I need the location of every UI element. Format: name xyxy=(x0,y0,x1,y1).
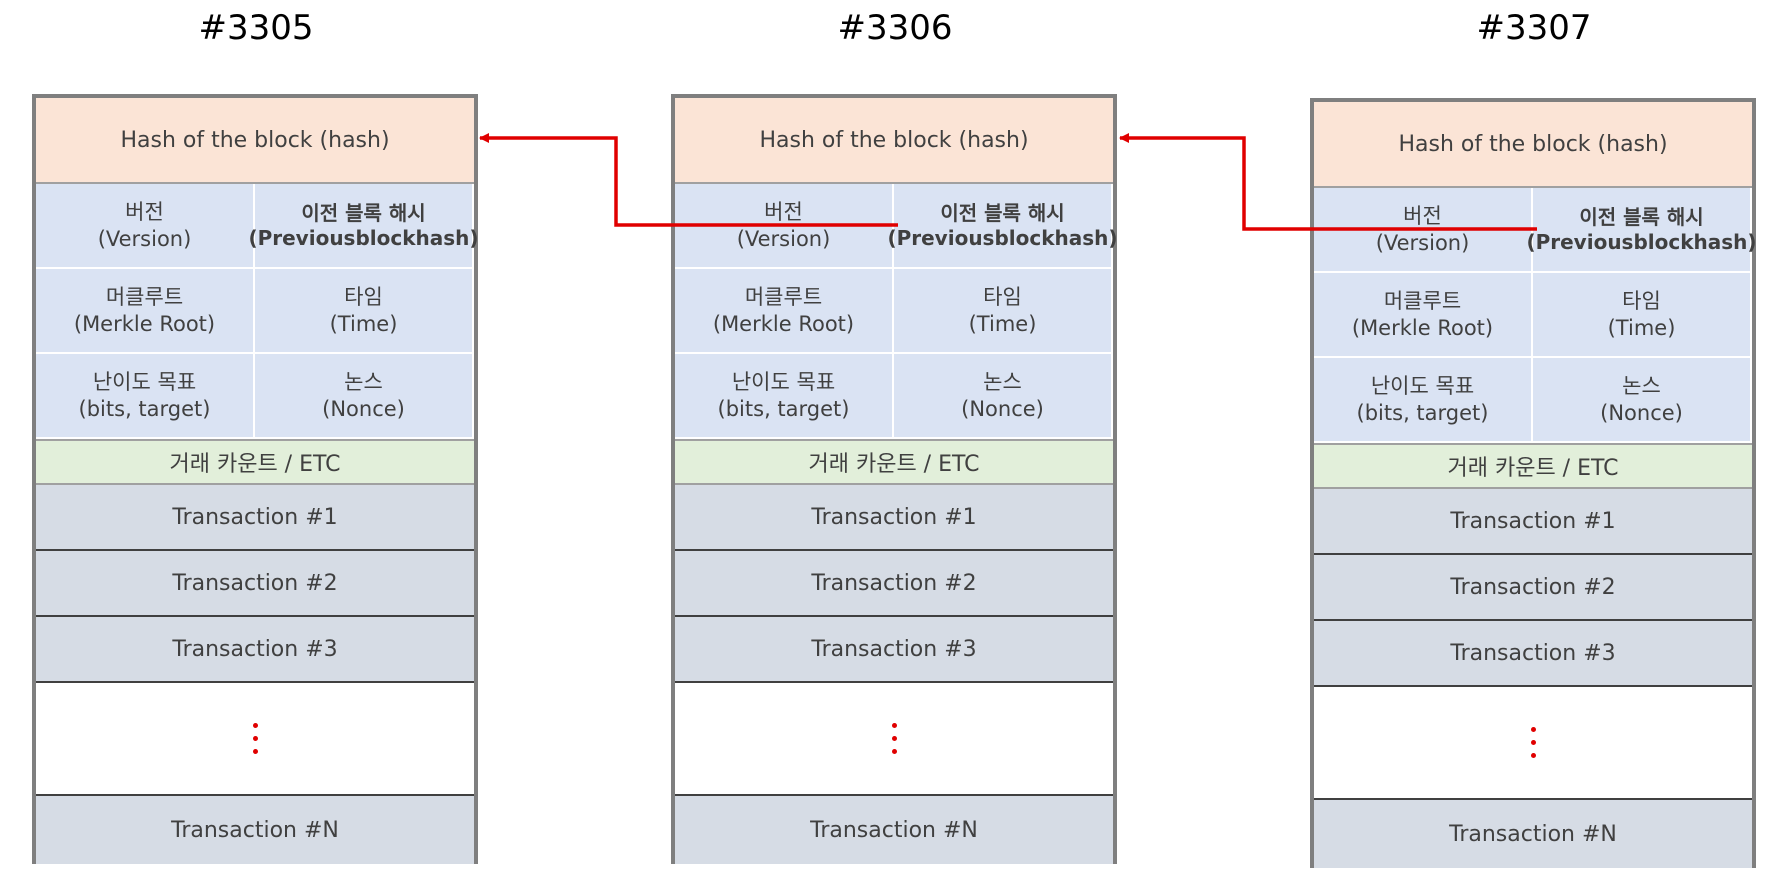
merkle-root-cell: 머클루트(Merkle Root) xyxy=(675,269,894,354)
field-sublabel: (bits, target) xyxy=(1356,400,1489,425)
time-cell: 타임(Time) xyxy=(255,269,474,354)
transaction-row: Transaction #3 xyxy=(1314,621,1752,687)
field-sublabel: (Time) xyxy=(1607,315,1676,340)
field-sublabel: (Version) xyxy=(97,226,192,251)
nonce-cell: 논스(Nonce) xyxy=(255,354,474,439)
transaction-row: Transaction #2 xyxy=(1314,555,1752,621)
field-label: 이전 블록 해시 xyxy=(301,200,426,225)
field-label: 난이도 목표 xyxy=(1370,374,1475,399)
difficulty-target-cell: 난이도 목표(bits, target) xyxy=(1314,358,1533,443)
version-cell: 버전(Version) xyxy=(1314,188,1533,273)
field-label: 논스 xyxy=(1622,374,1661,399)
field-sublabel: (Time) xyxy=(968,311,1037,336)
ellipsis-row xyxy=(36,683,474,796)
field-sublabel: (Time) xyxy=(329,311,398,336)
version-cell: 버전(Version) xyxy=(36,184,255,269)
transaction-count-row: 거래 카운트 / ETC xyxy=(1314,443,1752,489)
field-sublabel: (Previousblockhash) xyxy=(248,225,479,250)
transaction-row: Transaction #3 xyxy=(36,617,474,683)
ellipsis-row xyxy=(675,683,1113,796)
transaction-row: Transaction #1 xyxy=(36,485,474,551)
difficulty-target-cell: 난이도 목표(bits, target) xyxy=(675,354,894,439)
merkle-root-cell: 머클루트(Merkle Root) xyxy=(1314,273,1533,358)
field-sublabel: (Nonce) xyxy=(322,396,405,421)
last-transaction-row: Transaction #N xyxy=(675,796,1113,864)
block-hash-cell: Hash of the block (hash) xyxy=(1314,102,1752,188)
transaction-row: Transaction #1 xyxy=(675,485,1113,551)
nonce-cell: 논스(Nonce) xyxy=(894,354,1113,439)
block-hash-cell: Hash of the block (hash) xyxy=(36,98,474,184)
field-label: 논스 xyxy=(344,370,383,395)
block-hash-cell: Hash of the block (hash) xyxy=(675,98,1113,184)
merkle-root-cell: 머클루트(Merkle Root) xyxy=(36,269,255,354)
field-label: 버전 xyxy=(1403,204,1442,229)
field-sublabel: (Merkle Root) xyxy=(712,311,855,336)
last-transaction-row: Transaction #N xyxy=(1314,800,1752,868)
field-label: 타임 xyxy=(1622,289,1661,314)
transaction-count-row: 거래 카운트 / ETC xyxy=(36,439,474,485)
field-label: 난이도 목표 xyxy=(92,370,197,395)
field-label: 논스 xyxy=(983,370,1022,395)
field-sublabel: (bits, target) xyxy=(717,396,850,421)
time-cell: 타임(Time) xyxy=(894,269,1113,354)
field-sublabel: (Nonce) xyxy=(1600,400,1683,425)
last-transaction-row: Transaction #N xyxy=(36,796,474,864)
field-label: 버전 xyxy=(764,200,803,225)
transaction-row: Transaction #1 xyxy=(1314,489,1752,555)
header-fields-grid: 버전(Version) 이전 블록 해시(Previousblockhash) … xyxy=(1314,188,1757,443)
field-sublabel: (Merkle Root) xyxy=(1351,315,1494,340)
field-sublabel: (Version) xyxy=(1375,230,1470,255)
block-3306: Hash of the block (hash) 버전(Version) 이전 … xyxy=(671,94,1118,864)
transaction-count-row: 거래 카운트 / ETC xyxy=(675,439,1113,485)
ellipsis-row xyxy=(1314,687,1752,800)
block-number-title: #3306 xyxy=(837,8,953,48)
field-sublabel: (Nonce) xyxy=(961,396,1044,421)
field-label: 머클루트 xyxy=(744,285,823,310)
field-label: 버전 xyxy=(125,200,164,225)
time-cell: 타임(Time) xyxy=(1533,273,1752,358)
header-fields-grid: 버전(Version) 이전 블록 해시(Previousblockhash) … xyxy=(675,184,1118,439)
vertical-ellipsis-icon xyxy=(891,723,897,754)
field-sublabel: (Previousblockhash) xyxy=(887,225,1118,250)
transaction-row: Transaction #2 xyxy=(675,551,1113,617)
field-label: 이전 블록 해시 xyxy=(940,200,1065,225)
difficulty-target-cell: 난이도 목표(bits, target) xyxy=(36,354,255,439)
field-label: 타임 xyxy=(983,285,1022,310)
block-3307: Hash of the block (hash) 버전(Version) 이전 … xyxy=(1310,98,1757,868)
previous-block-hash-cell: 이전 블록 해시(Previousblockhash) xyxy=(248,184,479,269)
version-cell: 버전(Version) xyxy=(675,184,894,269)
transaction-row: Transaction #2 xyxy=(36,551,474,617)
header-fields-grid: 버전(Version) 이전 블록 해시(Previousblockhash) … xyxy=(36,184,479,439)
previous-block-hash-cell: 이전 블록 해시(Previousblockhash) xyxy=(887,184,1118,269)
vertical-ellipsis-icon xyxy=(1530,727,1536,758)
field-label: 난이도 목표 xyxy=(731,370,836,395)
field-sublabel: (bits, target) xyxy=(78,396,211,421)
block-number-title: #3307 xyxy=(1476,8,1592,48)
field-label: 머클루트 xyxy=(105,285,184,310)
vertical-ellipsis-icon xyxy=(252,723,258,754)
field-sublabel: (Merkle Root) xyxy=(73,311,216,336)
block-number-title: #3305 xyxy=(198,8,314,48)
field-label: 머클루트 xyxy=(1383,289,1462,314)
previous-block-hash-cell: 이전 블록 해시(Previousblockhash) xyxy=(1526,188,1757,273)
field-label: 타임 xyxy=(344,285,383,310)
transaction-row: Transaction #3 xyxy=(675,617,1113,683)
field-sublabel: (Version) xyxy=(736,226,831,251)
block-3305: Hash of the block (hash) 버전(Version) 이전 … xyxy=(32,94,479,864)
field-label: 이전 블록 해시 xyxy=(1579,204,1704,229)
field-sublabel: (Previousblockhash) xyxy=(1526,229,1757,254)
nonce-cell: 논스(Nonce) xyxy=(1533,358,1752,443)
